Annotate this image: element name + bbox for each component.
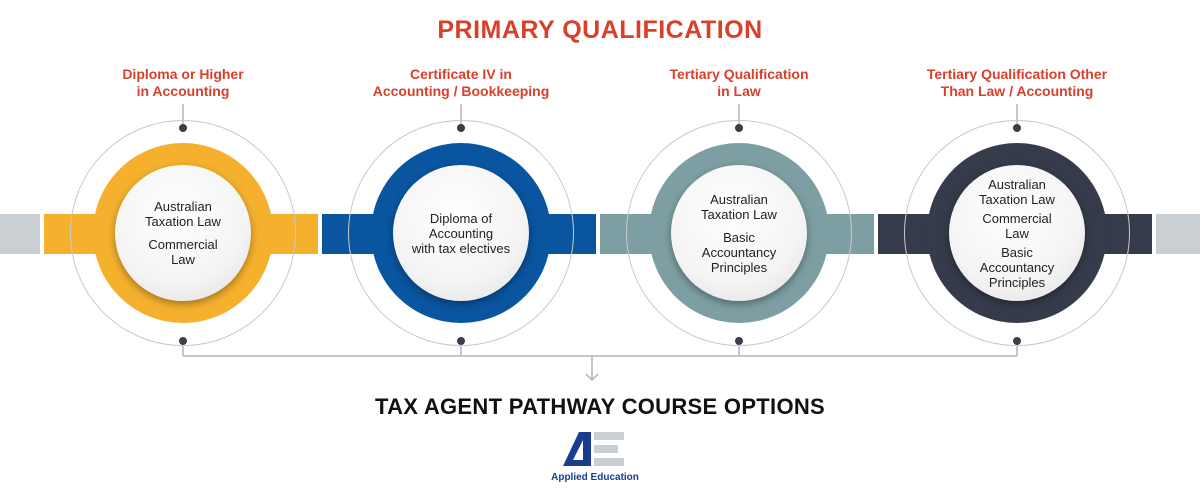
outer-ring: [70, 120, 296, 346]
diagram-title: PRIMARY QUALIFICATION: [437, 16, 763, 44]
footer-title: TAX AGENT PATHWAY COURSE OPTIONS: [374, 394, 826, 419]
band-left-end: [0, 214, 40, 254]
logo-text: Applied Education: [551, 472, 639, 483]
bottom-dot-3: [735, 337, 743, 345]
bottom-dot-2: [457, 337, 465, 345]
applied-education-logo: [563, 432, 624, 466]
bottom-dot-1: [179, 337, 187, 345]
outer-ring: [904, 120, 1130, 346]
band-right-end: [1156, 214, 1200, 254]
outer-ring: [348, 120, 574, 346]
outer-ring: [626, 120, 852, 346]
bottom-dot-4: [1013, 337, 1021, 345]
